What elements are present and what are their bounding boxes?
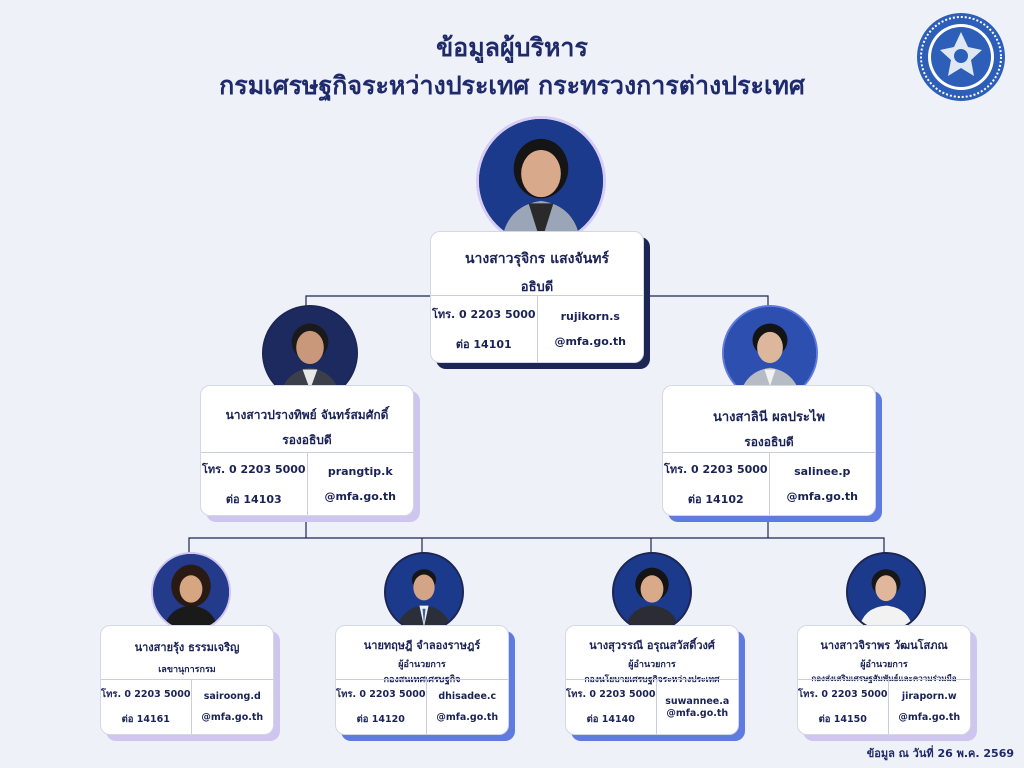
deputy-left-name: นางสาวปรางทิพย์ จันทร์สมศักดิ์ [225,408,389,422]
deputy-left-phone: โทร. 0 2203 5000 [201,463,306,476]
deputy-left-ext: ต่อ 14103 [225,493,282,506]
p1-photo [151,552,231,632]
p2-card: นายทฤษฎี จำลองราษฎร์ ผู้อำนวยการ กองสนเท… [335,625,509,735]
p3-photo [612,552,692,632]
p2-unit: กองสนเทศเศรษฐกิจ [383,675,461,685]
director-title: อธิบดี [520,280,554,295]
p4-photo [846,552,926,632]
p1-card: นางสายรุ้ง ธรรมเจริญ เลขานุการกรม โทร. 0… [100,625,274,735]
director-email-domain: @mfa.go.th [554,335,627,348]
p1-title: เลขานุการกรม [158,665,216,675]
p3-phone: โทร. 0 2203 5000 [566,689,656,700]
deputy-left-title: รองอธิบดี [282,433,332,447]
deputy-left-email-domain: @mfa.go.th [324,490,397,503]
p4-unit: กองส่งเสริมเศรษฐสัมพันธ์และความร่วมมือ [811,674,957,683]
p3-ext: ต่อ 14140 [586,714,635,725]
p2-photo [384,552,464,632]
p2-phone: โทร. 0 2203 5000 [336,689,426,700]
deputy-right-card: นางสาลินี ผลประไพ รองอธิบดี โทร. 0 2203 … [662,385,876,516]
p2-ext: ต่อ 14120 [356,714,405,725]
page-subtitle: กรมเศรษฐกิจระหว่างประเทศ กระทรวงการต่างป… [219,71,805,100]
director-card: นางสาวรุจิกร แสงจันทร์ อธิบดี โทร. 0 220… [430,231,644,363]
p4-name: นางสาวจิราพร วัฒนโสภณ [820,639,948,652]
director-phone: โทร. 0 2203 5000 [431,308,536,321]
director-photo [476,116,606,246]
p1-email-domain: @mfa.go.th [201,712,264,723]
p3-title: ผู้อำนวยการ [628,660,676,670]
deputy-left-email-user: prangtip.k [327,465,393,478]
p3-name: นางสุวรรณี อรุณสวัสดิ์วงศ์ [589,639,715,652]
p1-phone: โทร. 0 2203 5000 [101,689,191,700]
deputy-right-title: รองอธิบดี [744,435,794,449]
deputy-right-photo [722,305,818,401]
p4-title: ผู้อำนวยการ [860,660,908,670]
data-date-note: ข้อมูล ณ วันที่ 26 พ.ค. 2569 [866,747,1014,760]
deputy-right-phone: โทร. 0 2203 5000 [663,463,768,476]
p4-card: นางสาวจิราพร วัฒนโสภณ ผู้อำนวยการ กองส่ง… [797,625,971,735]
director-ext: ต่อ 14101 [455,338,512,351]
p1-email-user: sairoong.d [203,691,261,702]
p4-ext: ต่อ 14150 [818,714,867,725]
p3-email-user: suwannee.a [665,695,730,707]
p4-phone: โทร. 0 2203 5000 [798,689,888,700]
p1-ext: ต่อ 14161 [121,714,170,725]
p4-email-user: jiraporn.w [901,691,957,702]
ministry-seal-logo [916,12,1006,102]
p2-title: ผู้อำนวยการ [398,660,446,670]
p3-email-domain: @mfa.go.th [666,707,729,719]
p3-card: นางสุวรรณี อรุณสวัสดิ์วงศ์ ผู้อำนวยการ ก… [565,625,739,735]
director-email-user: rujikorn.s [560,310,620,323]
deputy-right-email-user: salinee.p [794,465,851,478]
p4-email-domain: @mfa.go.th [898,712,961,723]
deputy-left-card: นางสาวปรางทิพย์ จันทร์สมศักดิ์ รองอธิบดี… [200,385,414,516]
director-name: นางสาวรุจิกร แสงจันทร์ [464,251,610,267]
p2-email-user: dhisadee.c [438,691,497,702]
deputy-right-email-domain: @mfa.go.th [786,490,859,503]
page-title: ข้อมูลผู้บริหาร [436,33,588,62]
p1-name: นางสายรุ้ง ธรรมเจริญ [134,641,240,654]
p2-email-domain: @mfa.go.th [436,712,499,723]
deputy-left-photo [262,305,358,401]
p3-unit: กองนโยบายเศรษฐกิจระหว่างประเทศ [584,675,720,685]
deputy-right-name: นางสาลินี ผลประไพ [712,410,826,425]
p2-name: นายทฤษฎี จำลองราษฎร์ [363,639,481,652]
deputy-right-ext: ต่อ 14102 [687,493,744,506]
